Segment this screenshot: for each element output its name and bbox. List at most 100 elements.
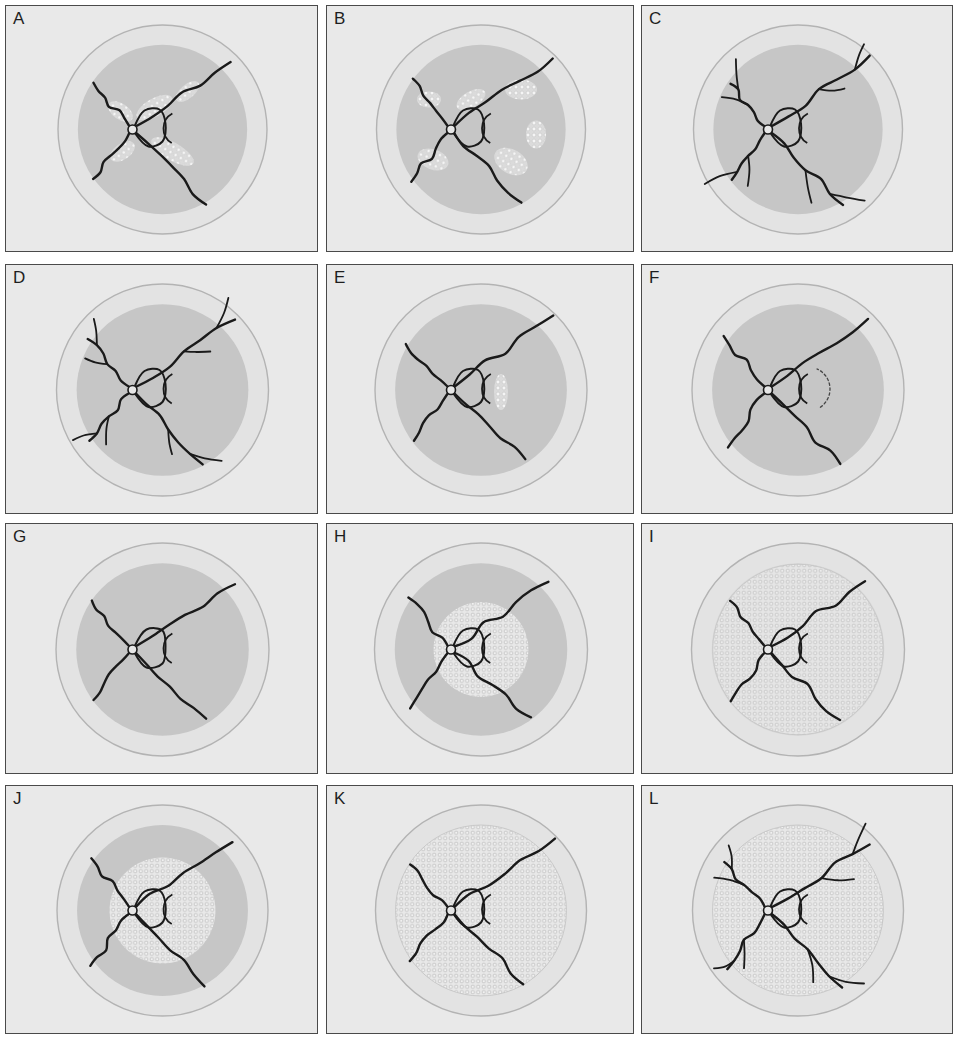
vessel-branch (819, 89, 845, 91)
blood-vessel (454, 316, 553, 387)
optic-disc (128, 125, 137, 134)
vessel-branch (743, 940, 745, 968)
macular-arc (482, 634, 491, 663)
eye-outline (57, 805, 268, 1016)
fundus-illustration (327, 524, 635, 775)
retina-area (395, 563, 568, 736)
vessel-branch (73, 433, 97, 440)
macular-vessel (135, 628, 166, 668)
eye-outline (57, 284, 269, 496)
blood-vessel (454, 582, 548, 647)
macular-vessel (770, 108, 801, 146)
blood-vessel (454, 59, 553, 127)
macular-arc (163, 895, 172, 924)
vessel-branch (736, 59, 738, 89)
vessel-branch (705, 172, 737, 184)
blood-vessel (454, 914, 523, 985)
fundus-illustration (327, 265, 635, 515)
figure-panel: I (641, 523, 953, 774)
figure-panel: A (5, 5, 318, 252)
blood-vessel (410, 653, 448, 709)
optic-disc (128, 645, 137, 654)
blood-vessel (771, 845, 870, 908)
vessel-branch (829, 976, 864, 983)
blood-vessel (454, 653, 531, 718)
eye-outline (377, 25, 586, 234)
blood-vessel (730, 601, 765, 647)
panel-letter: B (334, 10, 345, 29)
macular-vessel (135, 369, 166, 407)
dotted-zone (434, 602, 529, 697)
blood-vessel (771, 393, 840, 464)
optic-disc (764, 645, 773, 654)
vessel-branch (722, 97, 748, 105)
retina-area (395, 304, 567, 476)
macular-arc (482, 114, 491, 143)
exudate-patch (526, 121, 546, 149)
panel-letter: H (334, 528, 346, 547)
macular-vessel (453, 369, 484, 407)
vessel-branch (805, 170, 811, 202)
eye-outline (375, 543, 588, 756)
panel-letter: F (649, 269, 659, 288)
dotted-arc (817, 369, 830, 408)
panel-letter: K (334, 790, 345, 809)
vessel-branch (830, 194, 865, 201)
exudate-patch (106, 137, 138, 166)
blood-vessel (410, 865, 448, 908)
blood-vessel (92, 601, 130, 647)
fundus-illustration (6, 524, 319, 775)
vessel-branch (855, 44, 864, 69)
blood-vessel (731, 653, 765, 702)
blood-vessel (136, 62, 231, 126)
retina-area (712, 563, 885, 736)
vessel-branch (106, 416, 109, 444)
figure-panel: L (641, 785, 953, 1034)
macular-arc (163, 374, 172, 403)
vessel-branch (190, 454, 222, 461)
blood-vessel (93, 83, 129, 127)
blood-vessel (94, 653, 130, 701)
exudate-patch (417, 92, 441, 108)
blood-vessel (724, 336, 765, 387)
retina-area (78, 45, 247, 214)
panel-letter: E (334, 269, 345, 288)
macular-vessel (770, 628, 801, 666)
figure-panel: K (326, 785, 634, 1034)
fundus-illustration (6, 6, 319, 253)
blood-vessel (408, 598, 448, 647)
dotted-retina (396, 825, 567, 996)
macular-vessel (453, 889, 484, 927)
eye-outline (694, 25, 903, 234)
blood-vessel (771, 319, 868, 387)
panel-letter: L (649, 790, 658, 809)
eye-outline (56, 543, 269, 756)
eye-outline (58, 25, 267, 234)
blood-vessel (454, 133, 521, 203)
eye-outline (376, 805, 587, 1016)
optic-disc (447, 645, 456, 654)
retina-area (77, 304, 249, 476)
figure-panel: B (326, 5, 634, 252)
exudate-patch (489, 142, 532, 181)
figure-panel: C (641, 5, 953, 252)
macular-vessel (770, 369, 801, 407)
figure-panel: J (5, 785, 318, 1034)
dotted-retina (713, 825, 884, 996)
dotted-retina (713, 564, 884, 735)
blood-vessel (771, 581, 865, 646)
blood-vessel (410, 914, 448, 962)
blood-vessel (90, 914, 129, 966)
exudate-patch (172, 77, 202, 106)
macular-arc (799, 634, 808, 663)
optic-disc (447, 386, 456, 395)
eye-outline (692, 284, 904, 496)
vessel-branch (729, 845, 732, 869)
retina-area (76, 563, 249, 736)
exudate-patch (505, 80, 537, 100)
panel-letter: D (13, 269, 25, 288)
figure-panel: G (5, 523, 318, 774)
retina-area (396, 45, 565, 214)
vessel-branch (714, 960, 734, 968)
macular-arc (799, 114, 808, 143)
